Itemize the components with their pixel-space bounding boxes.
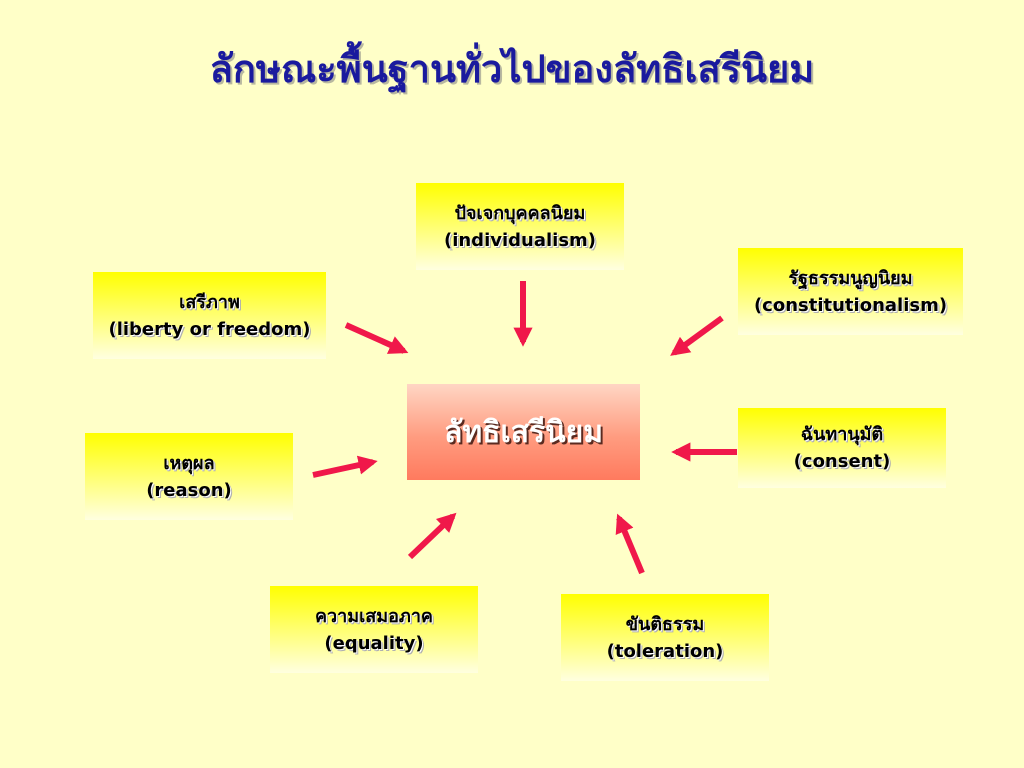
arrow-reason xyxy=(312,455,378,478)
node-thai-label: ความเสมอภาค xyxy=(315,605,433,627)
node-consent: ฉันทานุมัติ (consent) xyxy=(738,408,946,488)
node-thai-label: ขันติธรรม xyxy=(625,613,705,635)
node-english-label: (equality) xyxy=(324,632,424,654)
page-title: ลักษณะพื้นฐานทั่วไปของลัทธิเสรีนิยม xyxy=(209,47,815,91)
node-english-label: (reason) xyxy=(146,479,232,501)
node-toleration: ขันติธรรม (toleration) xyxy=(561,594,769,681)
arrow-equality xyxy=(407,512,457,560)
node-thai-label: ปัจเจกบุคคลนิยม xyxy=(454,202,586,224)
node-english-label: (individualism) xyxy=(443,229,597,251)
node-english-label: (liberty or freedom) xyxy=(108,318,311,340)
node-equality: ความเสมอภาค (equality) xyxy=(270,586,478,673)
node-constitutionalism: รัฐธรรมนูญนิยม (constitutionalism) xyxy=(738,248,963,335)
node-english-label: (toleration) xyxy=(606,640,724,662)
node-thai-label: เสรีภาพ xyxy=(179,291,240,313)
node-thai-label: รัฐธรรมนูญนิยม xyxy=(788,267,913,289)
node-english-label: (consent) xyxy=(793,451,891,472)
node-reason: เหตุผล (reason) xyxy=(85,433,293,520)
node-individualism: ปัจเจกบุคคลนิยม (individualism) xyxy=(416,183,624,270)
arrow-constitutionalism xyxy=(670,315,724,356)
center-node: ลัทธิเสรีนิยม xyxy=(407,384,640,480)
center-label: ลัทธิเสรีนิยม xyxy=(443,414,603,450)
arrow-liberty xyxy=(344,322,409,354)
node-liberty: เสรีภาพ (liberty or freedom) xyxy=(93,272,326,359)
arrow-toleration xyxy=(615,513,645,575)
node-english-label: (constitutionalism) xyxy=(753,294,948,316)
node-thai-label: เหตุผล xyxy=(163,452,215,474)
node-thai-label: ฉันทานุมัติ xyxy=(800,424,884,445)
